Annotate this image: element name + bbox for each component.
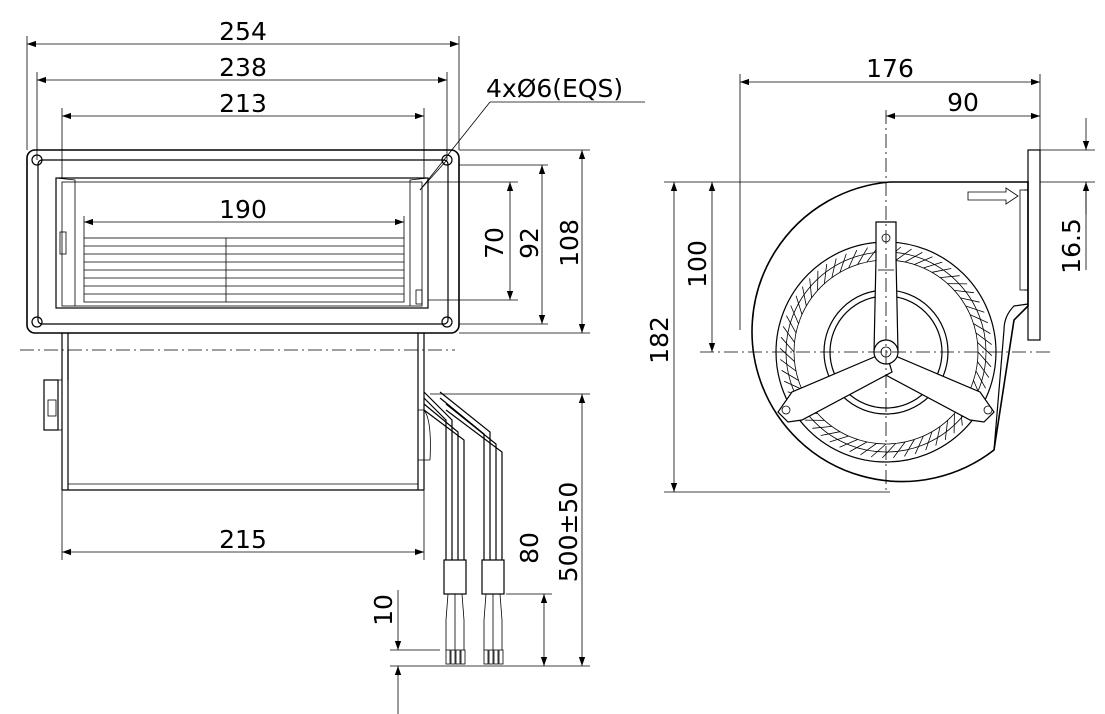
holes-note: 4xØ6(EQS) [486, 74, 623, 103]
dim-depth-axis: 90 [947, 88, 979, 117]
cable-bundle [423, 391, 505, 665]
dim-height-axis: 100 [683, 240, 712, 288]
side-view: 176 90 182 100 16.5 [645, 54, 1095, 493]
impeller-blades [83, 237, 405, 303]
dim-width-outlet: 190 [219, 195, 267, 224]
dim-depth-overall: 176 [866, 54, 914, 83]
dim-height-overall: 108 [555, 219, 584, 267]
dim-height-opening: 92 [515, 227, 544, 259]
mounting-hole-icon [31, 154, 453, 328]
dim-width-opening: 213 [219, 89, 267, 118]
dim-cable-length: 500±50 [554, 482, 583, 582]
front-view: 254 238 213 190 4xØ6(EQS) 70 92 108 215 … [20, 17, 645, 714]
airflow-arrow-icon [967, 187, 1019, 205]
dim-height-overall-side: 182 [645, 316, 674, 364]
dim-width-overall: 254 [219, 17, 267, 46]
dim-width-hole-centers: 238 [219, 53, 267, 82]
dim-housing-length: 215 [219, 525, 267, 554]
dim-cable-strip: 80 [515, 532, 544, 564]
dim-cable-end: 10 [369, 594, 398, 626]
dim-height-outlet: 70 [480, 227, 509, 259]
dim-flange-offset: 16.5 [1057, 218, 1086, 274]
housing-body [43, 333, 431, 491]
